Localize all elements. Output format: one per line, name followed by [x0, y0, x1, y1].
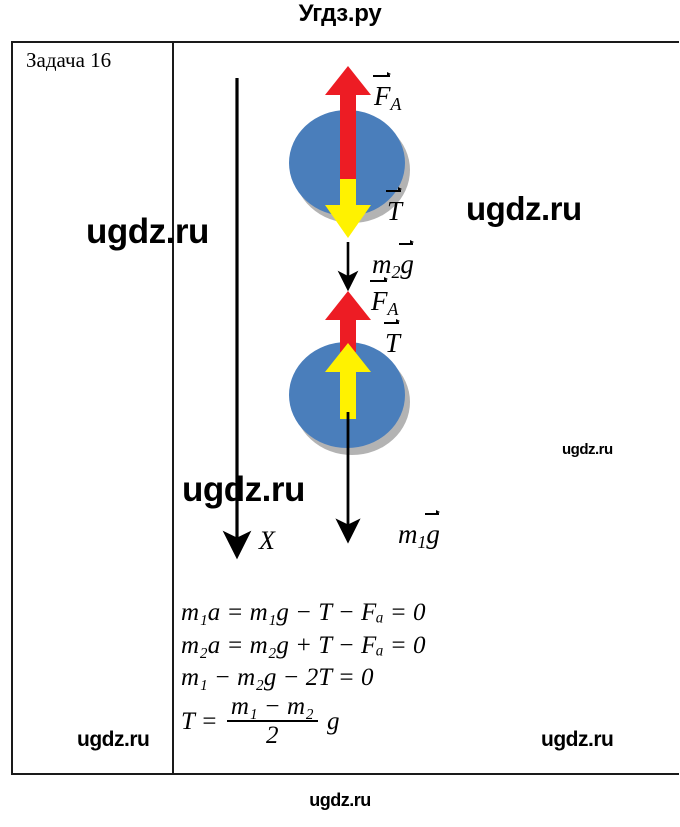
equals-sign: = — [200, 707, 218, 735]
watermark-bottom-right: ugdz.ru — [541, 728, 614, 751]
top-site-watermark: Угдз.ру — [298, 0, 382, 27]
watermark-center-middle: ugdz.ru — [182, 470, 305, 509]
equation-line-1: m₁a = m₁g − T − Fₐ = 0 — [181, 599, 426, 626]
label-gravity-upper: m2g — [372, 239, 414, 282]
table-column-divider — [172, 41, 174, 775]
equation-block: m₁a = m₁g − T − Fₐ = 0 m₂a = m₂g + T − F… — [181, 597, 426, 752]
label-gravity-lower: m1g — [398, 509, 440, 552]
subscript-1: 1 — [417, 531, 427, 552]
vector-arrow-t-upper: T — [385, 186, 403, 226]
gravity-factor: g — [326, 707, 340, 735]
mass-symbol-m1: m — [398, 519, 418, 549]
watermark-right-middle: ugdz.ru — [466, 190, 582, 227]
subscript-2: 2 — [391, 261, 401, 282]
watermark-right-small: ugdz.ru — [562, 441, 613, 458]
task-number-label: Задача 16 — [26, 48, 112, 72]
equation-line-3: m₁ − m₂g − 2T = 0 — [181, 664, 374, 691]
subscript-a-upper: A — [390, 93, 402, 114]
vector-arrow-fa-lower: F — [370, 276, 388, 316]
fraction-numerator: m₁ − m₂ — [226, 693, 318, 722]
equation-line-4: T = m₁ − m₂ 2 g — [181, 693, 426, 752]
label-buoyant-force-upper: FA — [373, 71, 402, 114]
watermark-bottom-left: ugdz.ru — [77, 728, 150, 751]
watermark-left-middle: ugdz.ru — [86, 212, 209, 251]
label-tension-lower: T — [383, 318, 401, 358]
vector-arrow-g-upper: g — [399, 239, 414, 279]
vector-arrow-fa-upper: F — [373, 71, 391, 111]
label-x-axis: X — [259, 526, 275, 555]
vector-arrow-g-lower: g — [425, 509, 440, 549]
label-tension-upper: T — [385, 186, 403, 226]
fraction: m₁ − m₂ 2 — [226, 693, 318, 751]
vector-arrow-t-lower: T — [383, 318, 401, 358]
subscript-a-lower: A — [387, 298, 399, 319]
watermark-footer: ugdz.ru — [309, 790, 371, 810]
fraction-denominator: 2 — [266, 721, 279, 749]
tension-symbol: T — [181, 707, 195, 735]
mass-symbol-m2: m — [372, 249, 392, 279]
task-table-frame — [11, 41, 679, 775]
label-buoyant-force-lower: FA — [370, 276, 399, 319]
equation-line-2: m₂a = m₂g + T − Fₐ = 0 — [181, 631, 426, 659]
